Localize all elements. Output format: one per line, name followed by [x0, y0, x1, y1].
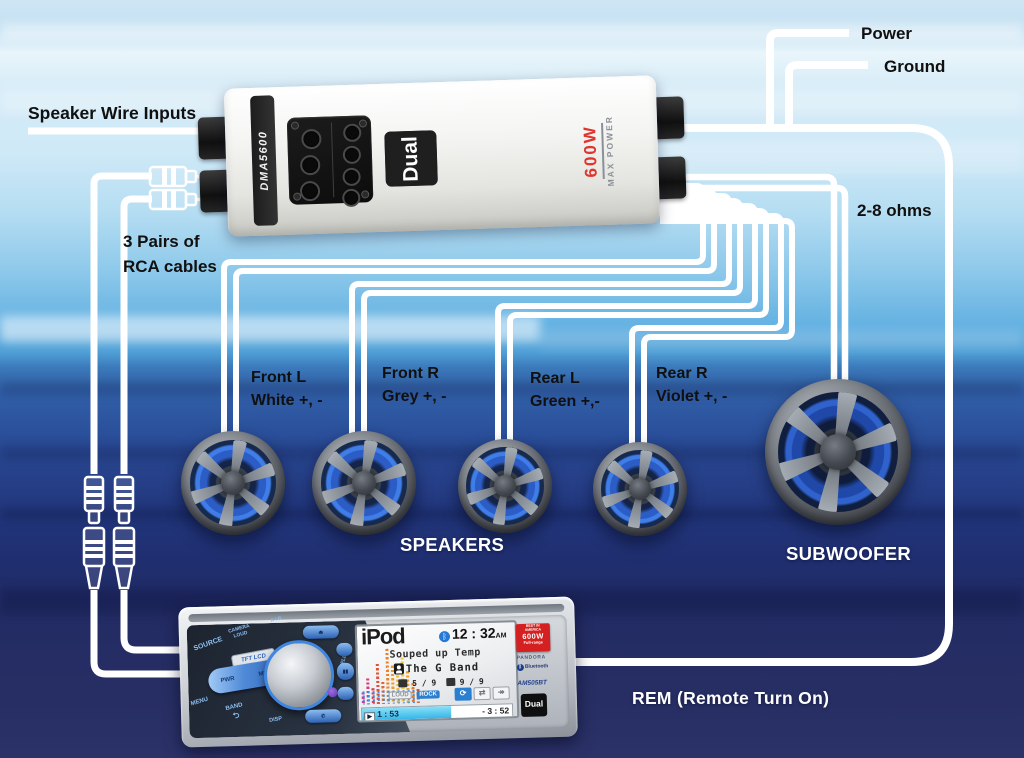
gain-knob — [301, 128, 322, 150]
crossover-knob — [299, 154, 321, 176]
speaker-cap — [351, 470, 377, 496]
pandora-logo: PANDORA — [516, 654, 546, 662]
label-front-right: Front R Grey +, - — [382, 365, 447, 406]
speaker-wire-front-right — [349, 193, 732, 436]
artist-icon — [393, 663, 405, 675]
label-front-left: Front L White +, - — [251, 369, 323, 410]
speaker-wire-rear-left — [495, 203, 758, 443]
amp-watts-label: 600W — [580, 122, 605, 180]
speaker-front-left — [181, 431, 285, 535]
skip-icon: ↠ — [492, 686, 510, 700]
playback-mode-icons: ⟳ ⇄ ↠ — [454, 686, 510, 701]
panel-screw — [358, 119, 368, 128]
speaker-cap — [220, 470, 246, 496]
bluetooth-icon: ᛒ — [516, 663, 525, 672]
repeat-icon: ⟳ — [454, 687, 472, 701]
amp-brand-label: Dual — [398, 135, 423, 182]
rca-cable — [120, 590, 196, 654]
speaker-wire-rear-right — [629, 213, 784, 446]
track-title: Souped up Temp — [389, 647, 481, 661]
speaker-rear-right — [593, 442, 687, 536]
remaining-time: - 3 : 52 — [482, 705, 510, 717]
600w-badge: BEST IN AMERICA 600W Full-range — [515, 623, 551, 653]
rca-inline-connector — [82, 475, 106, 590]
subwoofer-wire — [662, 184, 849, 382]
speaker-cap — [493, 474, 517, 498]
level-knob — [342, 145, 362, 165]
head-unit-brand-logo: Dual — [520, 693, 548, 718]
clock: 12 : 32AM — [451, 624, 507, 642]
rca-plug — [148, 165, 206, 188]
speaker-cap — [628, 477, 652, 501]
label-ohms: 2-8 ohms — [857, 201, 932, 220]
speaker-front-right — [312, 431, 416, 535]
band-arrow-icon: ⮌ — [231, 710, 241, 721]
label-speaker-wire-inputs: Speaker Wire Inputs — [28, 103, 197, 123]
folder-down-button — [337, 686, 354, 701]
speaker-cap — [820, 434, 856, 470]
level-knob — [342, 167, 361, 187]
elapsed-time: ▶1 : 53 — [362, 705, 452, 723]
phone-button: ✆ — [305, 709, 342, 724]
head-unit-model: AM505BT — [517, 679, 548, 688]
label-rear-right: Rear R Violet +, - — [656, 365, 728, 406]
speaker-wire-front-left — [221, 183, 706, 436]
lcd-display: iPod ᛒ 12 : 32AM Souped up Temp The G Ba… — [354, 620, 520, 723]
rem-wire — [571, 124, 953, 666]
label-power: Power — [861, 24, 913, 43]
label-rear-left: Rear L Green +,- — [530, 370, 600, 411]
amp-control-panel — [286, 115, 374, 208]
speaker-wire-rear-right — [641, 218, 795, 446]
amp-model-stripe: DMA5600 — [250, 95, 279, 226]
folder-up-button — [336, 642, 353, 657]
eject-button: ⏏ — [302, 625, 340, 640]
artist-name: The G Band — [393, 661, 479, 675]
audio-badges: LOUD ROCK — [388, 690, 441, 700]
label-rca-cables: 3 Pairs of RCA cables — [123, 232, 217, 276]
panel-divider — [330, 122, 335, 198]
label-speakers: SPEAKERS — [400, 534, 505, 555]
amp-power-rating: 600W MAX POWER — [580, 106, 617, 197]
head-unit: SOURCE CAMERA LOUD A / B TFT LCD PWR MUT… — [178, 596, 578, 748]
power-wire — [766, 29, 849, 131]
rca-cable — [90, 590, 192, 678]
bluetooth-icon: ᛒ — [438, 630, 451, 643]
label-ground: Ground — [884, 57, 946, 76]
subwoofer-speaker — [765, 379, 911, 525]
speaker-rear-left — [458, 439, 552, 533]
folder-icon — [398, 679, 408, 688]
speaker-wire-front-right — [361, 198, 743, 436]
speaker-wire-front-left — [233, 188, 717, 436]
file-icon — [445, 677, 455, 687]
rca-inline-connector — [112, 475, 136, 590]
amp-brand-logo: Dual — [384, 130, 438, 187]
label-subwoofer: SUBWOOFER — [786, 543, 912, 564]
amp-model-label: DMA5600 — [257, 130, 271, 191]
rca-cable — [90, 172, 152, 474]
panel-screw — [290, 121, 300, 130]
loud-badge: LOUD — [388, 691, 412, 700]
level-knob — [342, 123, 362, 143]
panel-screw — [361, 190, 370, 199]
pwr-label: PWR — [220, 675, 236, 684]
shuffle-icon: ⇄ — [473, 686, 491, 701]
rock-eq-badge: ROCK — [416, 690, 441, 699]
play-pause-button: ▮▮ — [336, 662, 355, 681]
rca-cable — [120, 195, 152, 474]
rca-plug — [148, 188, 206, 211]
amplifier: DMA5600 Dual 600W MAX POWER — [197, 75, 687, 237]
progress-bar: ▶1 : 53 - 3 : 52 — [360, 703, 514, 723]
play-icon: ▶ — [364, 712, 376, 723]
ground-wire — [785, 61, 868, 131]
bass-knob — [299, 180, 321, 202]
label-rem: REM (Remote Turn On) — [632, 688, 830, 708]
